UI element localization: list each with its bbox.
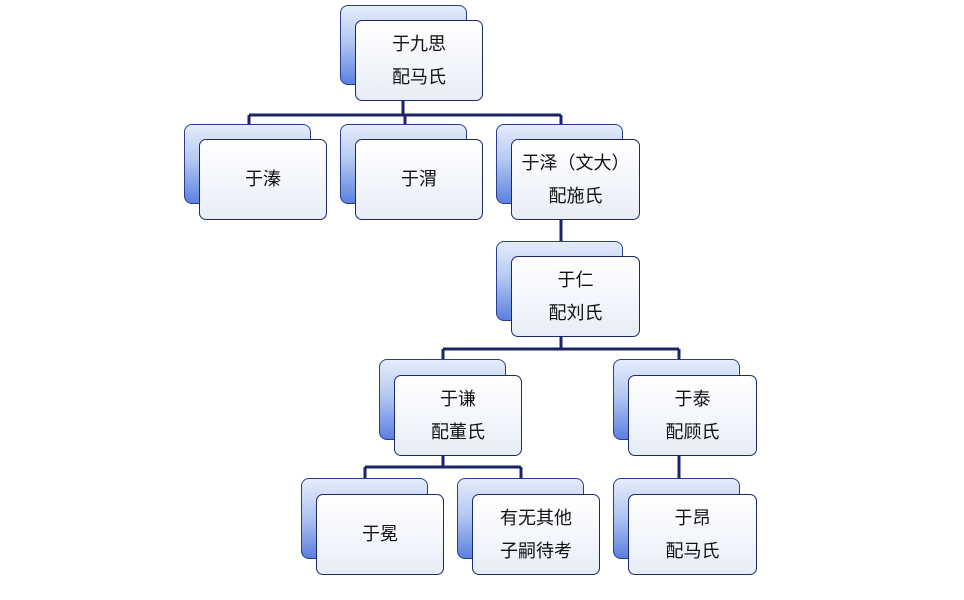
node-yu-ang: 于昂 配马氏 — [613, 478, 757, 575]
node-box: 于泽（文大） 配施氏 — [511, 139, 640, 220]
spouse-name: 配顾氏 — [665, 421, 720, 443]
node-box: 于冕 — [316, 494, 444, 575]
person-name: 于溱 — [245, 169, 281, 190]
node-box: 于九思 配马氏 — [355, 20, 483, 101]
note-line-2: 子嗣待考 — [500, 540, 572, 562]
node-box: 于谦 配董氏 — [394, 375, 522, 456]
person-name: 于九思 — [392, 33, 446, 55]
person-name: 于泽（文大） — [521, 152, 630, 174]
spouse-name: 配马氏 — [392, 66, 446, 88]
person-name: 于泰 — [674, 388, 711, 410]
node-yu-mian: 于冕 — [301, 478, 444, 575]
note-line-1: 有无其他 — [500, 507, 572, 529]
node-yu-ren: 于仁 配刘氏 — [496, 241, 640, 337]
node-yu-ze: 于泽（文大） 配施氏 — [496, 124, 640, 220]
node-box: 于昂 配马氏 — [628, 494, 757, 575]
connector-ren-to-gen4 — [441, 336, 681, 362]
person-name: 于仁 — [557, 269, 594, 291]
spouse-name: 配董氏 — [431, 421, 485, 443]
node-box: 于溱 — [199, 139, 327, 220]
node-box: 有无其他 子嗣待考 — [472, 494, 600, 575]
connector-qian-to-gen5 — [363, 455, 523, 480]
spouse-name: 配刘氏 — [548, 302, 603, 324]
node-yu-qian: 于谦 配董氏 — [379, 359, 522, 456]
node-box: 于仁 配刘氏 — [511, 256, 640, 337]
node-yu-zhen: 于溱 — [184, 124, 327, 220]
node-yu-wei: 于渭 — [340, 124, 483, 220]
connector-root-to-gen2 — [247, 101, 563, 126]
node-box: 于渭 — [355, 139, 483, 220]
spouse-name: 配马氏 — [665, 540, 720, 562]
person-name: 于谦 — [440, 388, 476, 410]
person-name: 于昂 — [674, 507, 711, 529]
node-yu-tai: 于泰 配顾氏 — [613, 359, 757, 456]
node-yu-jiusi: 于九思 配马氏 — [340, 5, 484, 101]
node-unknown-heirs: 有无其他 子嗣待考 — [457, 478, 600, 575]
person-name: 于渭 — [401, 169, 437, 190]
spouse-name: 配施氏 — [548, 185, 603, 207]
person-name: 于冕 — [362, 524, 398, 545]
node-box: 于泰 配顾氏 — [628, 375, 757, 456]
